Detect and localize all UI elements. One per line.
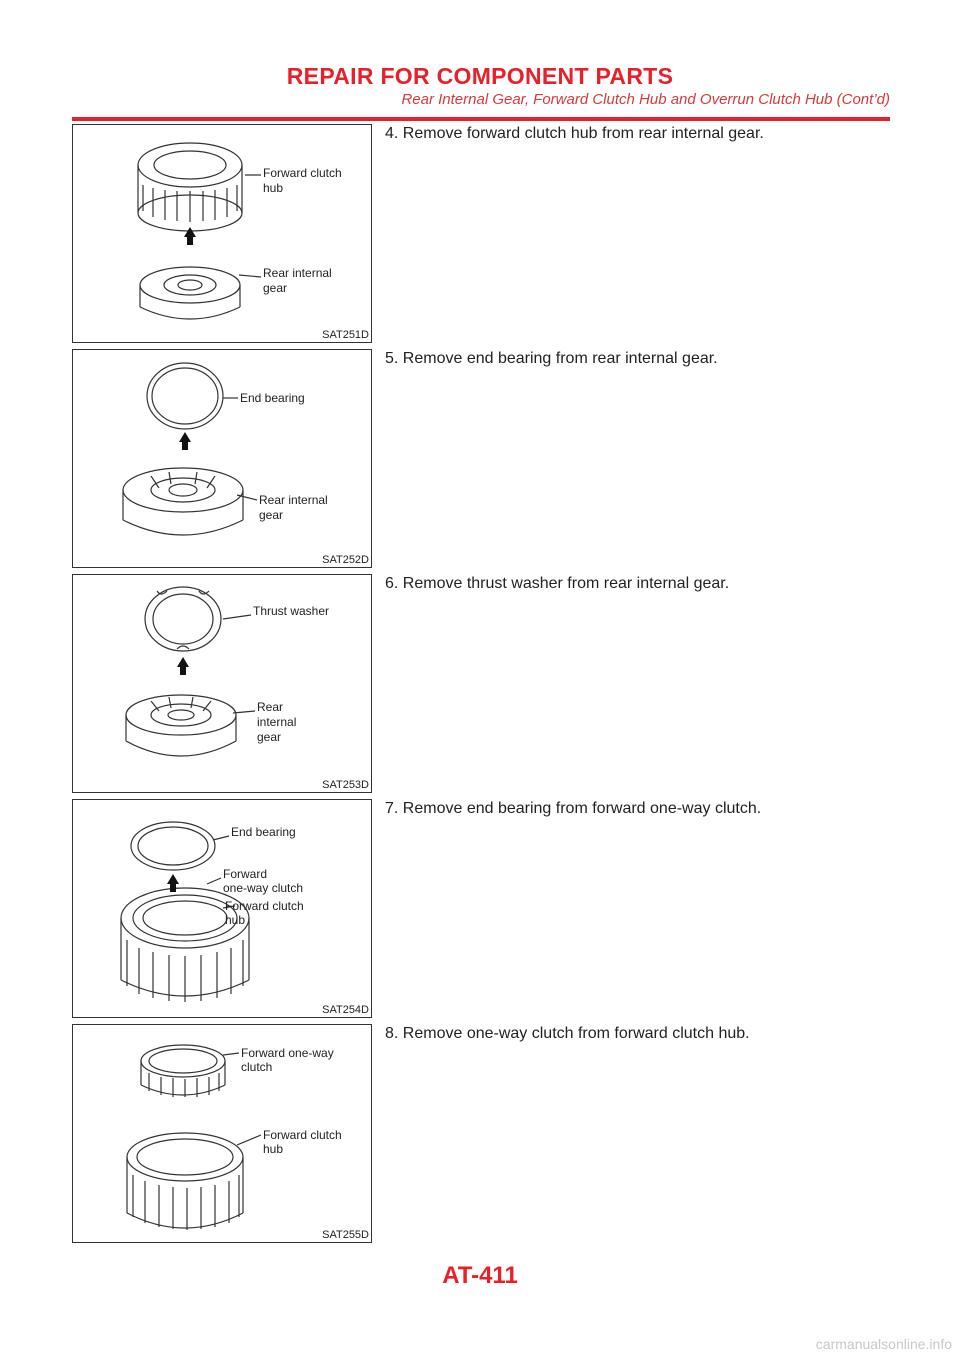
- section-subtitle: Rear Internal Gear, Forward Clutch Hub a…: [401, 91, 890, 108]
- section-title: REPAIR FOR COMPONENT PARTS: [286, 63, 674, 89]
- step-8: 8. Remove one-way clutch from forward cl…: [385, 1025, 750, 1042]
- step-4: 4. Remove forward clutch hub from rear i…: [385, 125, 764, 142]
- figure-code: SAT252D: [322, 554, 369, 566]
- watermark: carmanualsonline.info: [815, 1336, 952, 1352]
- figure-sat254d: End bearing Forward one-way clutch Forwa…: [72, 799, 372, 1018]
- figure-code: SAT253D: [322, 779, 369, 791]
- header-rule: [72, 117, 890, 121]
- forward-clutch-hub-illustration: [137, 142, 262, 320]
- step-7: 7. Remove end bearing from forward one-w…: [385, 800, 762, 817]
- figure-code: SAT251D: [322, 329, 369, 341]
- step-5: 5. Remove end bearing from rear internal…: [385, 350, 718, 367]
- figure-sat255d: Forward one-way clutch Forward clutch hu…: [72, 1024, 372, 1243]
- page-number: AT-411: [442, 1262, 518, 1289]
- figure-code: SAT254D: [322, 1004, 369, 1016]
- page-header: REPAIR FOR COMPONENT PARTS Rear Internal…: [0, 62, 960, 110]
- figure-sat251d: Forward clutch hub Rear internal gear SA…: [72, 124, 372, 343]
- thrust-washer-illustration: [125, 586, 256, 757]
- figure-code: SAT255D: [322, 1229, 369, 1241]
- figure-sat253d: Thrust washer Rear internal gear SAT253D: [72, 574, 372, 793]
- figure-sat252d: End bearing Rear internal gear SAT252D: [72, 349, 372, 568]
- step-6: 6. Remove thrust washer from rear intern…: [385, 575, 730, 592]
- end-bearing-illustration: [122, 362, 258, 536]
- forward-one-way-clutch-illustration: [120, 821, 250, 1002]
- one-way-clutch-illustration: [126, 1044, 262, 1230]
